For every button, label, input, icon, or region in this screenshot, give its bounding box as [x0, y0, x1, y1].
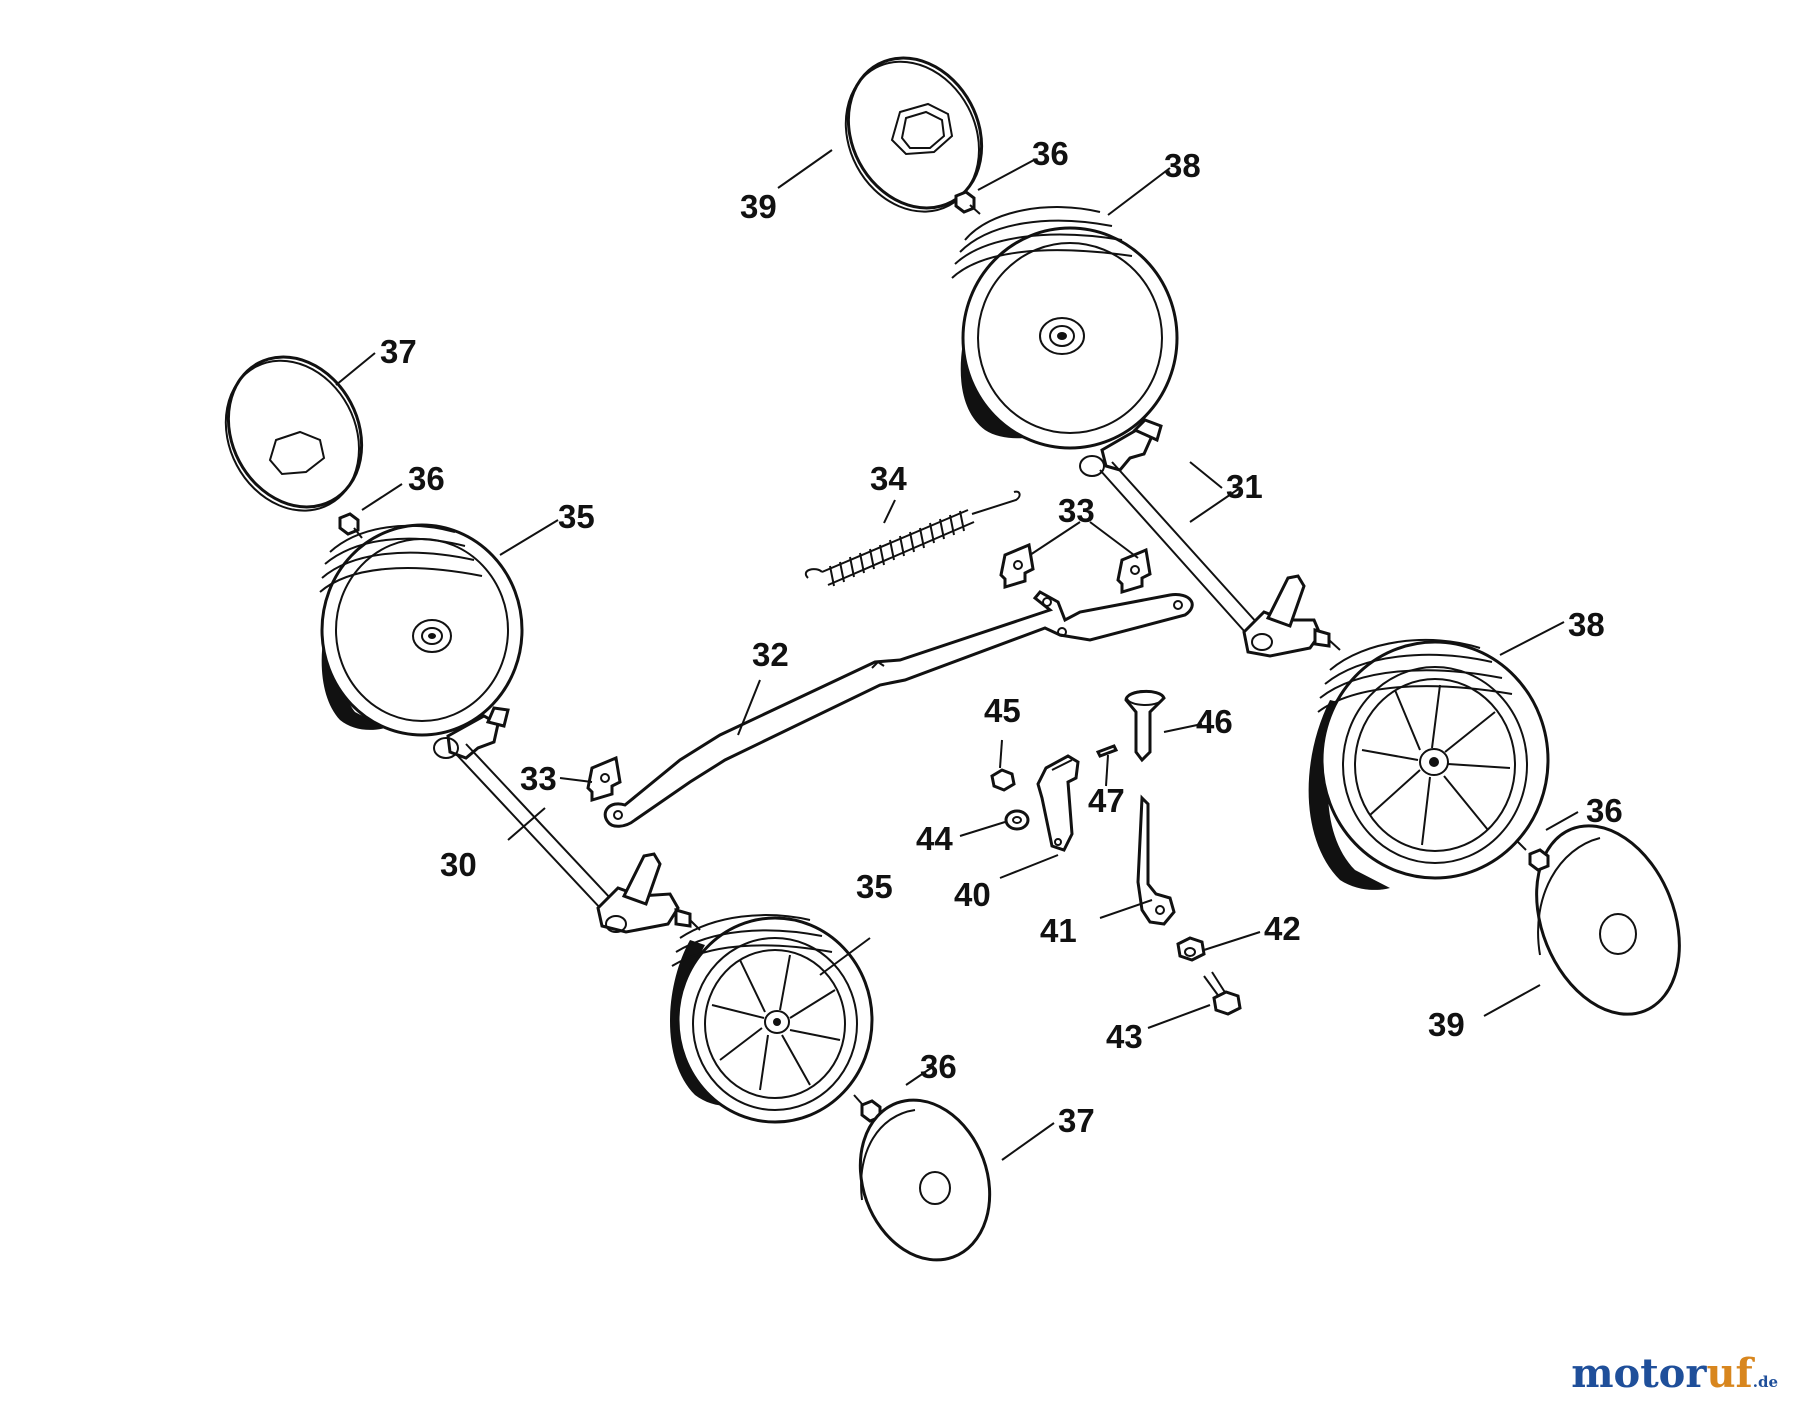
spring-34 — [804, 490, 1021, 587]
axle-30 — [433, 706, 701, 934]
label-45: 45 — [984, 692, 1021, 729]
bolt-43 — [1203, 971, 1242, 1016]
label-36-bottom: 36 — [920, 1048, 957, 1085]
nut-45 — [990, 768, 1016, 792]
hub-cap-39-bottom — [1535, 824, 1681, 1016]
label-46: 46 — [1196, 703, 1233, 740]
bracket-33-b — [1116, 547, 1152, 595]
rear-wheel-38-top — [951, 206, 1179, 450]
label-41: 41 — [1040, 912, 1077, 949]
label-33-top: 33 — [1058, 492, 1095, 529]
front-wheel-35-left — [319, 523, 524, 737]
front-wheel-35-bottom — [670, 914, 874, 1124]
label-34: 34 — [870, 460, 907, 497]
bracket-33-a — [999, 542, 1035, 590]
label-44: 44 — [916, 820, 953, 857]
bolt-36-top — [954, 190, 981, 215]
bracket-33-c — [586, 755, 622, 803]
label-30: 30 — [440, 846, 477, 883]
label-40: 40 — [954, 876, 991, 913]
label-31: 31 — [1226, 468, 1263, 505]
leader-lines — [335, 149, 1579, 1161]
part-labels: 39 36 38 37 36 35 34 33 31 38 32 45 46 3… — [380, 135, 1623, 1139]
motoruf-logo: motoruf.de — [1571, 1350, 1778, 1397]
knob-46 — [1124, 690, 1166, 763]
label-36-top: 36 — [1032, 135, 1069, 172]
pin-47 — [1095, 744, 1119, 758]
label-42: 42 — [1264, 910, 1301, 947]
label-32: 32 — [752, 636, 789, 673]
label-36-right: 36 — [1586, 792, 1623, 829]
label-38-right: 38 — [1568, 606, 1605, 643]
label-35-bottom: 35 — [856, 868, 893, 905]
washer-42 — [1176, 936, 1206, 962]
label-36-left: 36 — [408, 460, 445, 497]
lever-41 — [1136, 794, 1176, 926]
label-35-left: 35 — [558, 498, 595, 535]
hub-cap-37-left — [224, 355, 364, 512]
label-39-top: 39 — [740, 188, 777, 225]
label-38-top: 38 — [1164, 147, 1201, 184]
bolt-36-right — [1517, 841, 1550, 872]
label-33-left: 33 — [520, 760, 557, 797]
axle-31 — [1079, 418, 1341, 658]
label-39-bottom: 39 — [1428, 1006, 1465, 1043]
bracket-40 — [1036, 754, 1080, 852]
lever-32 — [603, 590, 1194, 828]
label-43: 43 — [1106, 1018, 1143, 1055]
label-47: 47 — [1088, 782, 1125, 819]
label-37-left: 37 — [380, 333, 417, 370]
label-37-bottom: 37 — [1058, 1102, 1095, 1139]
hub-cap-39-top — [844, 56, 984, 213]
bolt-36-left — [338, 512, 363, 539]
hub-cap-37-bottom — [858, 1098, 992, 1262]
rear-wheel-38-bottom — [1308, 638, 1550, 890]
washer-44 — [1004, 809, 1030, 831]
